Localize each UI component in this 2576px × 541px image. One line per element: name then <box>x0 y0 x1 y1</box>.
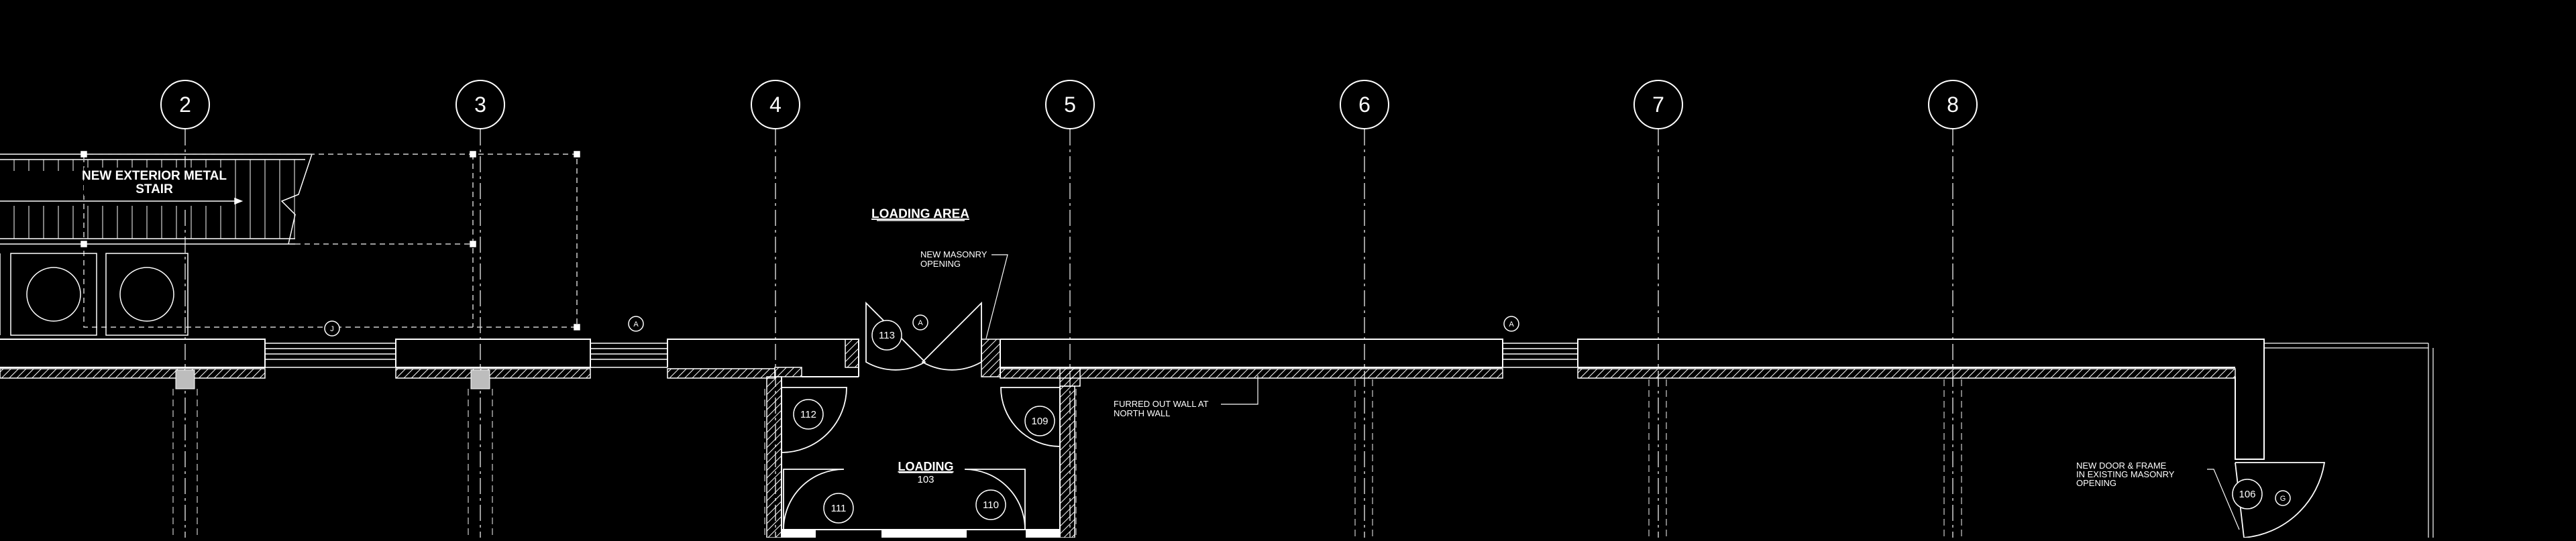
marker-a-3-text: A <box>1509 320 1514 328</box>
grid-bubble-2: 2 <box>160 80 210 129</box>
marker-g: G <box>2275 490 2291 506</box>
door-tag-106: 106 <box>2232 479 2263 509</box>
equipment-unit-1 <box>10 253 97 336</box>
grid-label-3: 3 <box>474 93 486 117</box>
marker-a-1-text: A <box>633 320 639 328</box>
door-tag-112-text: 112 <box>800 409 816 420</box>
annotations: LOADING AREA NEW MASONRY OPENING FURRED … <box>871 207 2240 530</box>
door-tag-110: 110 <box>975 489 1006 520</box>
grid-label-7: 7 <box>1652 93 1664 117</box>
door-106 <box>2235 462 2326 538</box>
columns <box>175 369 490 389</box>
furred-note-line-1: FURRED OUT WALL AT <box>1114 399 1209 409</box>
grid-bubble-4: 4 <box>751 80 800 129</box>
loading-room <box>766 376 1075 538</box>
loading-area-title: LOADING AREA <box>871 207 969 221</box>
marker-j: J <box>324 320 340 337</box>
stair-note-line-2: STAIR <box>136 182 173 196</box>
masonry-opening-note: NEW MASONRY OPENING <box>920 249 1008 339</box>
door-tag-110-text: 110 <box>983 499 999 511</box>
door-tag-111-text: 111 <box>831 503 847 514</box>
loading-room-name: LOADING <box>898 460 954 473</box>
stair-note: NEW EXTERIOR METAL STAIR <box>82 168 227 196</box>
door-112 <box>781 387 847 453</box>
door-tag-109-text: 109 <box>1031 416 1048 427</box>
door-tag-113-text: 113 <box>879 330 895 341</box>
grid-bubble-8: 8 <box>1928 80 1978 129</box>
door-tags: 113 112 109 111 110 106 <box>793 320 2263 524</box>
door-tag-109: 109 <box>1024 406 1055 436</box>
marker-a-2-text: A <box>918 319 923 327</box>
grid-label-8: 8 <box>1947 93 1959 117</box>
marker-j-text: J <box>330 325 334 333</box>
column-grid-2 <box>175 369 195 389</box>
door-frame-note: NEW DOOR & FRAME IN EXISTING MASONRY OPE… <box>2076 461 2240 530</box>
masonry-note-line-2: OPENING <box>920 259 961 269</box>
door-113-leaf-right <box>921 301 982 371</box>
grid-bubble-6: 6 <box>1340 80 1389 129</box>
equipment-fan-1 <box>26 267 81 322</box>
equipment-fan-2 <box>119 267 174 322</box>
marker-a-1: A <box>628 316 644 332</box>
loading-room-label: LOADING 103 <box>898 460 954 485</box>
north-wall <box>0 339 2434 538</box>
equipment-unit-2 <box>105 253 189 336</box>
door-113-leaf-left <box>865 301 926 371</box>
column-grid-3 <box>470 369 490 389</box>
doors <box>781 301 2326 538</box>
grid-label-5: 5 <box>1064 93 1076 117</box>
door-tag-113: 113 <box>871 320 902 351</box>
grid-bubble-3: 3 <box>455 80 505 129</box>
furred-wall-note: FURRED OUT WALL AT NORTH WALL <box>1114 375 1258 418</box>
grid-bubble-7: 7 <box>1633 80 1683 129</box>
furred-note-line-2: NORTH WALL <box>1114 408 1171 418</box>
door-110 <box>964 469 1026 530</box>
type-markers: J A A A G <box>324 314 2291 506</box>
stair-note-line-1: NEW EXTERIOR METAL <box>82 169 227 183</box>
door-tag-106-text: 106 <box>2239 489 2255 500</box>
marker-a-3: A <box>1503 316 1519 332</box>
grid-label-6: 6 <box>1358 93 1371 117</box>
grid-bubble-5: 5 <box>1045 80 1095 129</box>
marker-g-text: G <box>2280 495 2286 503</box>
loading-room-number: 103 <box>917 474 934 485</box>
door-111 <box>783 469 845 530</box>
door-tag-112: 112 <box>793 399 824 430</box>
interior-dashed-lines <box>172 379 1962 538</box>
grid-bubbles: 2 3 4 5 6 7 8 <box>160 80 1978 129</box>
grid-label-4: 4 <box>769 93 782 117</box>
equipment-units <box>0 253 189 336</box>
door-109 <box>1000 387 1061 447</box>
door-tag-111: 111 <box>823 493 854 524</box>
door-frame-note-line-2: IN EXISTING MASONRY <box>2076 469 2175 479</box>
door-frame-note-line-1: NEW DOOR & FRAME <box>2076 461 2167 471</box>
marker-a-2: A <box>912 314 928 330</box>
door-frame-note-line-3: OPENING <box>2076 478 2116 488</box>
masonry-note-line-1: NEW MASONRY <box>920 249 987 259</box>
grid-label-2: 2 <box>179 93 191 117</box>
